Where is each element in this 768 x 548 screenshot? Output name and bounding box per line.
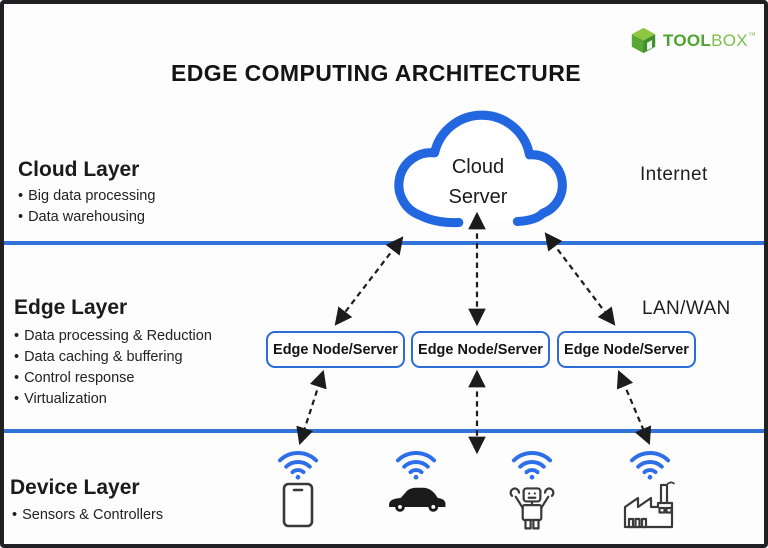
bullet-item: Control response [14, 368, 212, 389]
toolbox-cube-icon [630, 26, 657, 55]
robot-icon [507, 481, 557, 533]
cloud-server-line1: Cloud [451, 156, 505, 178]
device-layer-heading: Device Layer [10, 476, 140, 499]
bullet-item: Data caching & buffering [14, 347, 212, 368]
edge-node-box-3: Edge Node/Server [557, 331, 696, 368]
lan-wan-label: LAN/WAN [642, 298, 731, 319]
wifi-icon [627, 447, 673, 480]
cloud-server-label: Cloud Server [413, 152, 543, 212]
edge-layer-bullets: Data processing & Reduction Data caching… [14, 326, 212, 410]
bullet-item: Data warehousing [18, 207, 155, 228]
cloud-layer-bullets: Big data processing Data warehousing [18, 186, 155, 228]
toolbox-logo: TOOLBOX™ [630, 26, 756, 55]
edge-layer-heading: Edge Layer [14, 296, 128, 319]
bullet-item: Virtualization [14, 389, 212, 410]
edge-node-box-1: Edge Node/Server [266, 331, 405, 368]
bullet-item: Sensors & Controllers [12, 505, 163, 526]
cloud-server-line2: Server [448, 186, 508, 208]
edge-device-separator [0, 429, 768, 433]
trademark-symbol: ™ [747, 30, 757, 40]
bullet-item: Big data processing [18, 186, 155, 207]
device-layer-bullets: Sensors & Controllers [12, 505, 163, 526]
cloud-edge-separator [0, 241, 768, 245]
cloud-icon [378, 101, 580, 239]
car-icon [384, 481, 448, 515]
edge-node-box-2: Edge Node/Server [411, 331, 550, 368]
device-factory [622, 447, 678, 529]
arrow-cloud-edge3 [544, 232, 616, 326]
internet-label: Internet [640, 164, 708, 185]
smartphone-icon [280, 482, 316, 528]
brand-name-box: BOX [711, 30, 748, 50]
brand-name: TOOLBOX™ [663, 31, 756, 51]
device-smartphone [275, 447, 321, 528]
wifi-icon [275, 447, 321, 480]
brand-name-tool: TOOL [663, 30, 712, 50]
device-robot [507, 447, 557, 533]
arrow-cloud-edge1 [334, 236, 404, 326]
factory-icon [622, 481, 678, 529]
wifi-icon [509, 447, 555, 480]
device-car [384, 447, 448, 515]
diagram-title: EDGE COMPUTING ARCHITECTURE [171, 60, 581, 86]
bullet-item: Data processing & Reduction [14, 326, 212, 347]
cloud-layer-heading: Cloud Layer [18, 158, 140, 181]
wifi-icon [393, 447, 439, 480]
